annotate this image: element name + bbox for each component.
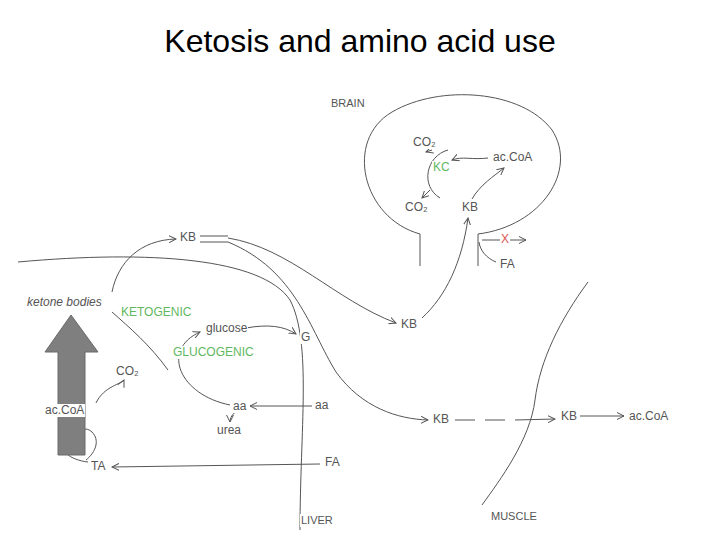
diagram-label: aa — [232, 400, 247, 413]
brain-co2-arrow — [426, 150, 432, 152]
diagram-label: ketone bodies — [26, 296, 103, 309]
brain-kb-arrow — [472, 168, 504, 199]
diagram-label: CO₂ — [115, 365, 140, 378]
diagram-label: ac.CoA — [628, 410, 669, 423]
diagram-label: CO₂ — [404, 201, 429, 214]
diagram-label: LIVER — [300, 514, 334, 527]
diagram-label: KB — [432, 413, 450, 426]
diagram-label: G — [300, 331, 311, 344]
kb-arrow — [228, 242, 428, 420]
glucose-arrow — [246, 326, 296, 334]
diagram-label: FA — [324, 456, 341, 469]
aa-arrow — [250, 406, 312, 407]
kb-arrow — [580, 416, 624, 417]
diagram-label: KB — [560, 410, 578, 423]
diagram-label: TA — [90, 460, 106, 473]
diagram-label: GLUCOGENIC — [172, 346, 255, 359]
diagram-label: aa — [314, 399, 329, 412]
diagram-label: MUSCLE — [490, 510, 538, 523]
slide-title: Ketosis and amino acid use — [0, 22, 720, 60]
kb-arrow — [228, 238, 396, 323]
glucogenic-arrow — [179, 332, 230, 405]
fa-arrow — [112, 464, 320, 467]
diagram-label: ac.CoA — [44, 404, 85, 417]
co2-arrow — [96, 380, 124, 403]
diagram-label: ac.CoA — [492, 151, 533, 164]
diagram-label: glucose — [205, 322, 248, 335]
kb-arrow — [112, 239, 176, 292]
kb-arrow — [200, 236, 228, 242]
brain-cycle — [428, 150, 448, 198]
diagram-label: KC — [432, 161, 451, 174]
kb-arrow — [422, 218, 468, 318]
brain-co2-arrow — [422, 190, 430, 198]
kb-dashed-arrow — [455, 419, 555, 420]
muscle-outline — [482, 282, 588, 505]
liver-outline — [18, 257, 303, 530]
diagram-label: urea — [216, 424, 242, 437]
diagram-label: KB — [461, 201, 479, 214]
diagram-label: KB — [400, 318, 418, 331]
diagram-label: KB — [179, 231, 197, 244]
brain-cycle — [452, 158, 488, 160]
diagram-label: FA — [499, 258, 516, 271]
big-grey-arrow — [45, 315, 98, 455]
diagram-label: KETOGENIC — [120, 306, 192, 319]
ketogenic-arrow — [112, 312, 168, 370]
diagram-label: BRAIN — [330, 97, 366, 110]
diagram-label: CO₂ — [412, 136, 437, 149]
brain-outline — [364, 95, 560, 266]
diagram-label: X — [500, 233, 510, 246]
blocked-fa-arrow — [479, 242, 496, 262]
